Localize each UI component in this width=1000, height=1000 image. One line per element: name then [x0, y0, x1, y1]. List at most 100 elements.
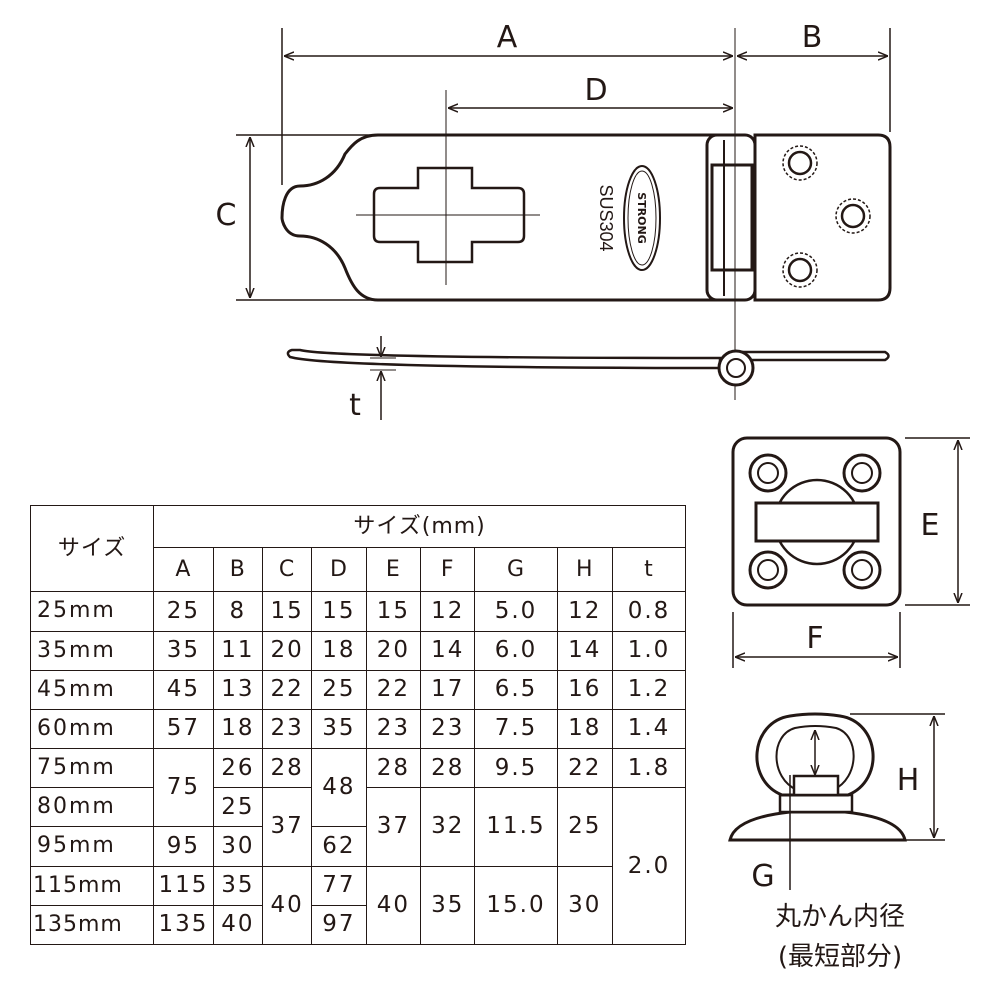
size-cell: 25mm: [29, 591, 155, 632]
value-cell: 40: [365, 865, 422, 946]
value-cell: 20: [365, 630, 422, 671]
table-row: 115mm 115 35 40 77 40 35 15.0 30: [29, 865, 686, 946]
value-cell: 32: [420, 787, 476, 867]
base-screw-holes: [748, 453, 882, 590]
value-cell: 1.8: [611, 748, 687, 789]
table-row: 35mm 35 11 20 18 20 14 6.0 14 1.0: [29, 630, 687, 671]
value-cell: 14: [556, 630, 613, 671]
value-cell: 1.0: [611, 630, 687, 671]
value-cell: 15: [311, 591, 367, 632]
size-cell: 95mm: [29, 826, 155, 867]
value-cell: 0.8: [611, 591, 687, 632]
value-cell: 6.5: [474, 669, 558, 710]
value-cell: 30: [556, 865, 613, 946]
table-row: 135mm 135 40 97: [29, 904, 686, 946]
value-cell: 5.0: [474, 591, 558, 632]
value-cell: 13: [212, 669, 263, 710]
label-a: A: [497, 20, 518, 55]
value-cell: 23: [261, 708, 313, 750]
value-cell: 26: [212, 748, 263, 789]
label-b: B: [802, 20, 823, 55]
size-table: サイズ サイズ(mm) A B C D E F G H t 25mm 25 8 …: [29, 504, 687, 946]
hasp-top-view: STRONG SUS304: [280, 90, 892, 302]
size-header: サイズ: [29, 504, 155, 593]
label-e: E: [921, 508, 940, 543]
label-f: F: [806, 621, 823, 656]
leaf-screw-holes: [782, 145, 871, 288]
value-cell: 35: [153, 630, 214, 671]
col-header: t: [611, 547, 687, 593]
ring-note: 丸かん内径 (最短部分): [735, 897, 945, 977]
size-cell: 115mm: [29, 865, 155, 906]
size-cell: 60mm: [29, 708, 155, 750]
size-cell: 75mm: [29, 748, 155, 789]
value-cell: 22: [365, 669, 422, 710]
value-cell: 17: [420, 669, 476, 710]
value-cell: 7.5: [474, 708, 558, 750]
value-cell: 30: [212, 826, 263, 867]
col-header: A: [153, 547, 214, 593]
hasp-side-view: [286, 348, 890, 387]
value-cell: 45: [153, 669, 214, 710]
value-cell: 18: [556, 708, 613, 750]
value-cell: 12: [556, 591, 613, 632]
value-cell: 15: [365, 591, 422, 632]
value-cell: 28: [420, 748, 476, 789]
material-engraving: SUS304: [596, 184, 616, 251]
value-cell: 18: [311, 630, 367, 671]
value-cell: 77: [311, 865, 367, 906]
label-d: D: [584, 73, 607, 108]
col-header: E: [365, 547, 422, 593]
col-header: G: [474, 547, 558, 593]
table-row: 75mm 75 26 28 48 28 28 9.5 22 1.8: [29, 748, 687, 828]
value-cell: 1.4: [611, 708, 687, 750]
value-cell: 25: [556, 787, 613, 867]
label-g: G: [751, 859, 774, 894]
size-cell: 80mm: [29, 787, 155, 828]
value-cell: 14: [420, 630, 476, 671]
table-row: 95mm 95 30 62: [29, 826, 686, 867]
value-cell: 95: [153, 826, 214, 867]
value-cell: 2.0: [611, 787, 687, 945]
value-cell: 15: [261, 591, 313, 632]
value-cell: 37: [261, 787, 313, 867]
ring-note-line2: (最短部分): [777, 942, 903, 972]
value-cell: 6.0: [474, 630, 558, 671]
value-cell: 28: [261, 748, 313, 789]
size-cell: 35mm: [29, 630, 155, 671]
value-cell: 40: [261, 865, 313, 946]
col-header: C: [261, 547, 313, 593]
staple-side-view: [728, 712, 907, 842]
size-cell: 45mm: [29, 669, 155, 710]
size-cell: 135mm: [29, 904, 155, 946]
value-cell: 97: [311, 904, 367, 946]
staple-top-view: [731, 436, 902, 607]
value-cell: 15.0: [474, 865, 558, 946]
value-cell: 75: [153, 748, 214, 828]
col-header: F: [420, 547, 476, 593]
value-cell: 135: [153, 904, 214, 946]
value-cell: 37: [365, 787, 422, 867]
col-header: D: [311, 547, 367, 593]
value-cell: 23: [365, 708, 422, 750]
value-cell: 18: [212, 708, 263, 750]
value-cell: 20: [261, 630, 313, 671]
value-cell: 11.5: [474, 787, 558, 867]
table-row: 60mm 57 18 23 35 23 23 7.5 18 1.4: [29, 708, 687, 750]
value-cell: 22: [261, 669, 313, 710]
value-cell: 11: [212, 630, 263, 671]
value-cell: 25: [311, 669, 367, 710]
value-cell: 22: [556, 748, 613, 789]
value-cell: 35: [212, 865, 263, 906]
value-cell: 23: [420, 708, 476, 750]
value-cell: 57: [153, 708, 214, 750]
value-cell: 8: [212, 591, 263, 632]
value-cell: 40: [212, 904, 263, 946]
logo-text: STRONG: [635, 192, 648, 243]
value-cell: 12: [420, 591, 476, 632]
value-cell: 35: [311, 708, 367, 750]
table-row: 80mm 25 37 37 32 11.5 25 2.0: [29, 787, 687, 945]
table-row: 45mm 45 13 22 25 22 17 6.5 16 1.2: [29, 669, 687, 710]
col-header: B: [212, 547, 263, 593]
